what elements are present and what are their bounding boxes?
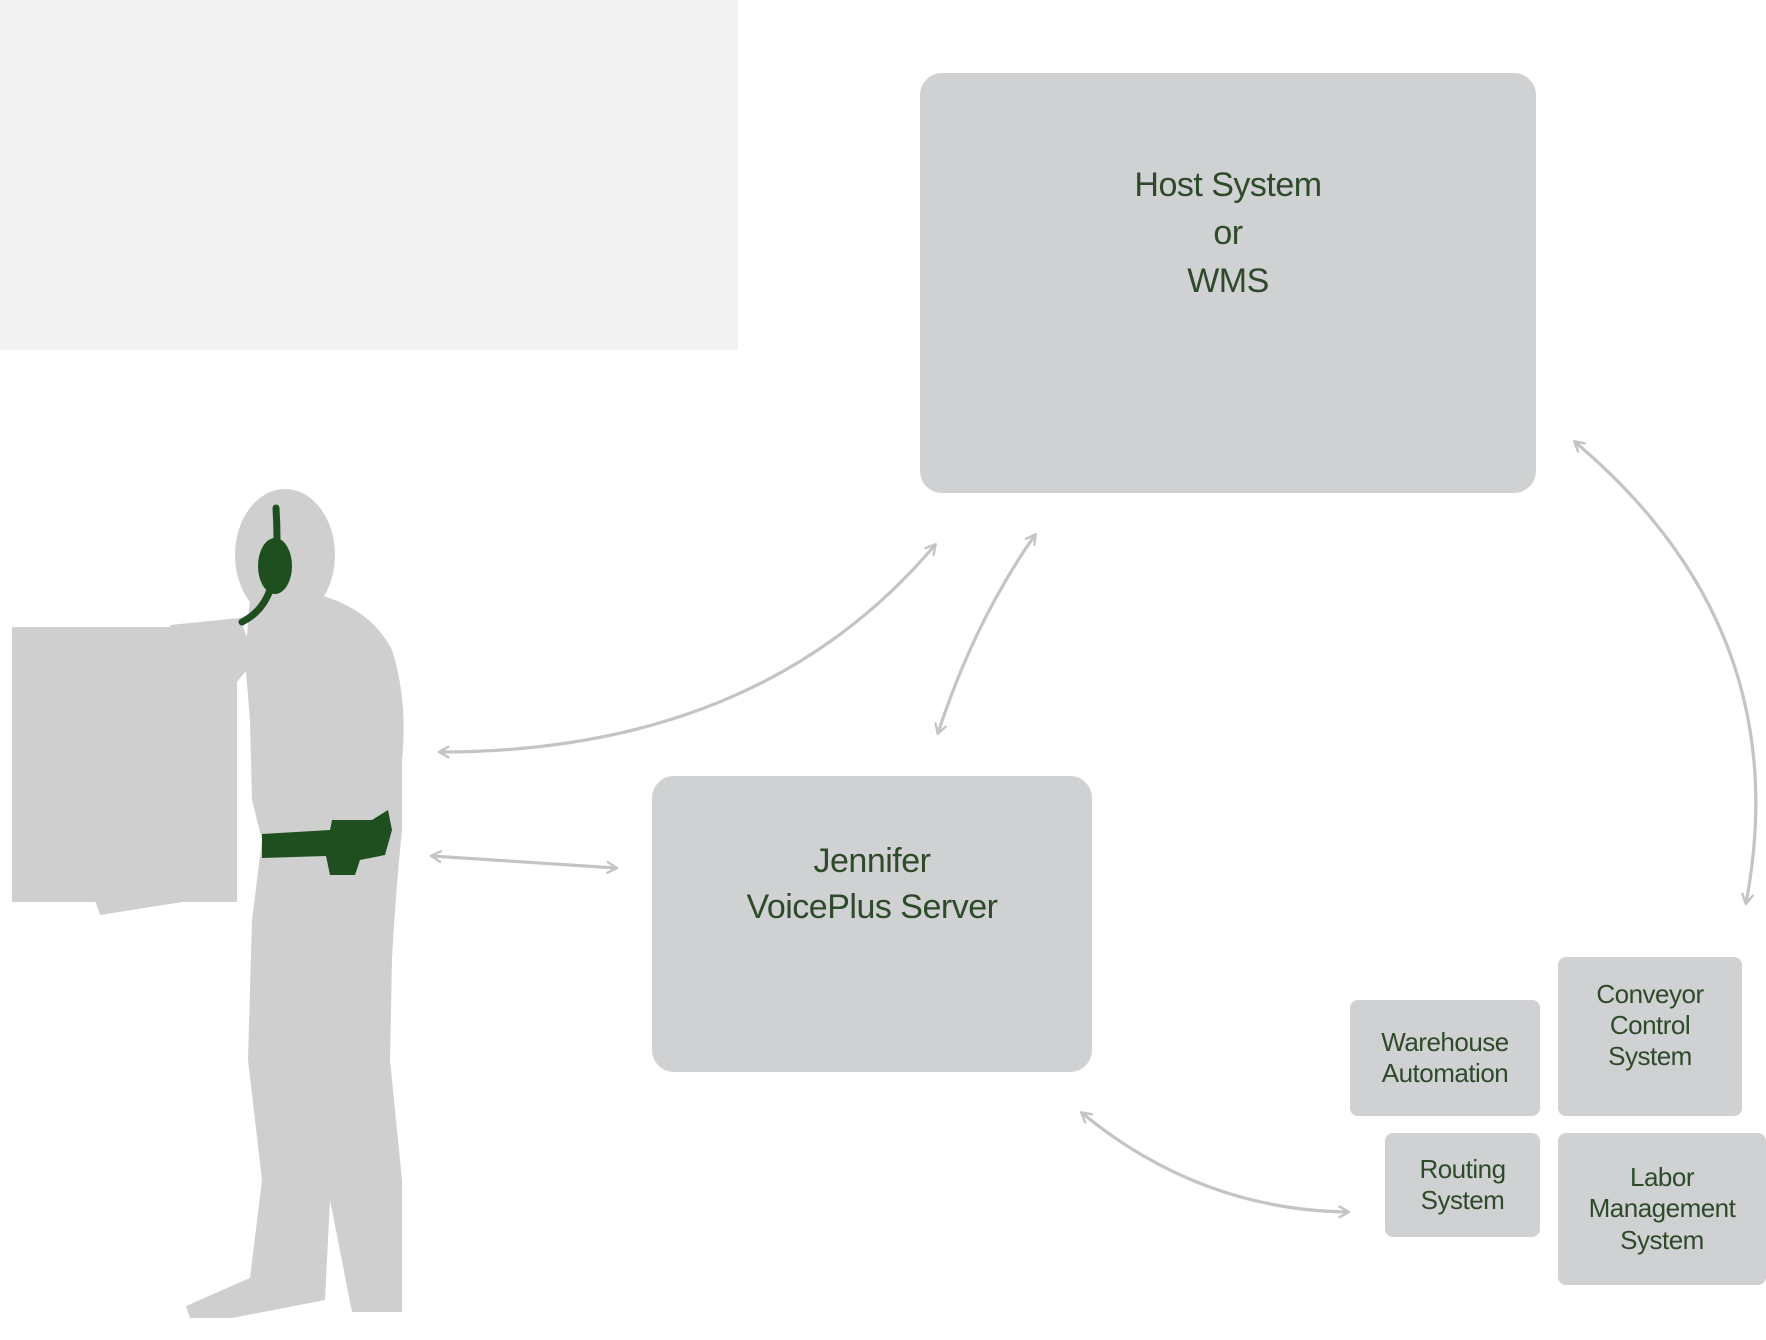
arrow-server-subsystems bbox=[1082, 1113, 1348, 1212]
conveyor-control-system-label: Conveyor Control System bbox=[1596, 978, 1704, 1073]
lms-line-1: Labor bbox=[1629, 1162, 1694, 1193]
rs-line-2: System bbox=[1420, 1185, 1505, 1215]
host-system-label: Host System or WMS bbox=[1134, 161, 1322, 305]
server-line-2: VoicePlus Server bbox=[746, 888, 998, 926]
ccs-line-1: Conveyor bbox=[1596, 978, 1704, 1009]
warehouse-automation-box: Warehouse Automation bbox=[1350, 1000, 1540, 1116]
host-line-3: WMS bbox=[1187, 262, 1269, 300]
background-panel bbox=[0, 0, 738, 350]
server-line-1: Jennifer bbox=[813, 842, 931, 880]
arrow-worker-host bbox=[440, 545, 935, 752]
ccs-line-2: Control bbox=[1609, 1009, 1691, 1040]
voiceplus-server-box: Jennifer VoicePlus Server bbox=[652, 776, 1092, 1072]
headset-mic bbox=[238, 586, 274, 626]
lms-line-2: Management bbox=[1588, 1193, 1736, 1224]
ccs-line-3: System bbox=[1608, 1041, 1692, 1072]
wa-line-1: Warehouse bbox=[1381, 1026, 1509, 1057]
host-line-2: or bbox=[1213, 214, 1243, 252]
conveyor-control-system-box: Conveyor Control System bbox=[1558, 957, 1742, 1116]
rs-line-1: Routing bbox=[1419, 1153, 1506, 1184]
lms-line-3: System bbox=[1620, 1224, 1704, 1255]
voiceplus-server-label: Jennifer VoicePlus Server bbox=[747, 838, 998, 930]
headset-earcup bbox=[258, 538, 292, 594]
host-line-1: Host System bbox=[1134, 166, 1322, 204]
warehouse-automation-label: Warehouse Automation bbox=[1381, 1027, 1509, 1089]
arrow-server-host bbox=[938, 535, 1035, 733]
host-system-box: Host System or WMS bbox=[920, 73, 1536, 493]
labor-management-system-box: Labor Management System bbox=[1558, 1133, 1766, 1285]
wa-line-2: Automation bbox=[1381, 1058, 1509, 1088]
routing-system-label: Routing System bbox=[1419, 1153, 1506, 1216]
routing-system-box: Routing System bbox=[1385, 1133, 1540, 1237]
labor-management-system-label: Labor Management System bbox=[1589, 1162, 1736, 1256]
worker-with-headset-icon bbox=[12, 489, 404, 1318]
worker-body bbox=[186, 595, 404, 1318]
belt-device bbox=[262, 810, 392, 875]
arrow-host-subsystems bbox=[1575, 442, 1758, 903]
arrow-worker-server bbox=[432, 856, 616, 868]
